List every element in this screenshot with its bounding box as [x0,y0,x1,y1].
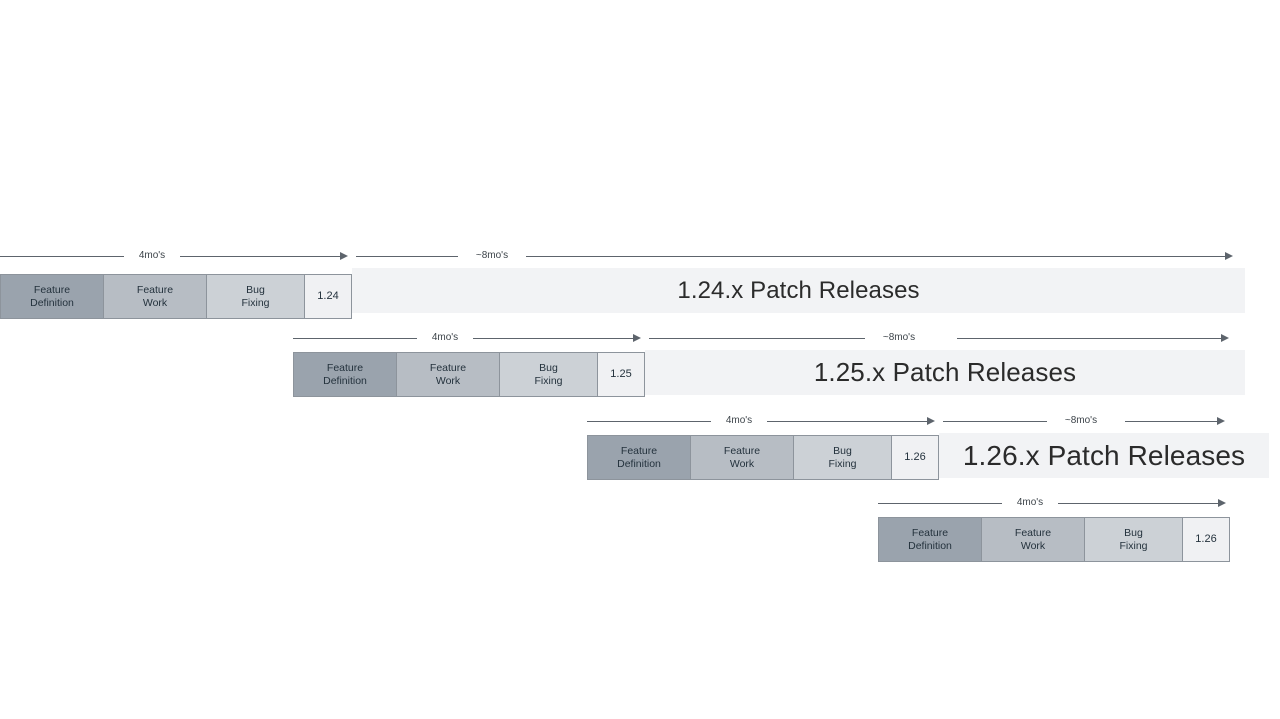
phase-label-line1: Feature [33,284,71,296]
duration-label-development: 4mo's [138,250,166,261]
phase-strip-1-24: Feature Definition Feature Work Bug Fixi… [0,274,352,319]
phase-label-line2: Definition [30,296,74,309]
duration-arrow-development: 4mo's [293,328,645,348]
phase-box-version: 1.26 [1182,517,1230,562]
patch-release-label: 1.25.x Patch Releases [813,357,1077,387]
release-train-row-1-25: 4mo's ~8mo's 1.25.x Patch Releases [0,328,1280,410]
phase-label-line2: Work [142,296,168,309]
arrow-head-right [1221,333,1229,342]
phase-box-feature-work: Feature Work [396,352,499,397]
phase-label-line2: Fixing [534,374,563,387]
arrow-head-right [1225,251,1233,260]
version-label: 1.26 [1195,533,1217,546]
version-label: 1.24 [317,290,339,303]
phase-label-line2: Work [435,374,461,387]
phase-box-version: 1.25 [597,352,645,397]
arrow-line-right [1125,421,1221,422]
arrow-line-left [293,338,417,339]
phase-box-feature-work: Feature Work [690,435,793,480]
arrow-line-left [0,256,124,257]
phase-box-version: 1.24 [304,274,352,319]
arrow-line-right [526,256,1229,257]
duration-arrow-development: 4mo's [878,493,1230,513]
phase-strip-1-26-next: Feature Definition Feature Work Bug Fixi… [878,517,1230,562]
duration-arrow-development: 4mo's [587,411,939,431]
arrow-line-right [957,338,1225,339]
arrow-head-right [927,416,935,425]
duration-label-development: 4mo's [1016,497,1044,508]
phase-box-bug-fixing: Bug Fixing [793,435,891,480]
phase-label-line1: Feature [911,527,949,539]
phase-label-line2: Fixing [241,296,270,309]
phase-box-bug-fixing: Bug Fixing [206,274,304,319]
phase-box-feature-definition: Feature Definition [0,274,103,319]
phase-label-line1: Feature [723,445,761,457]
phase-box-bug-fixing: Bug Fixing [499,352,597,397]
phase-box-feature-definition: Feature Definition [293,352,396,397]
phase-box-feature-work: Feature Work [103,274,206,319]
patch-release-band: 1.26.x Patch Releases [939,433,1269,478]
arrow-line-right [180,256,344,257]
patch-release-band: 1.25.x Patch Releases [645,350,1245,395]
arrow-line-left [649,338,865,339]
arrow-line-right [1058,503,1222,504]
phase-label-line1: Feature [1014,527,1052,539]
phase-label-line2: Definition [908,539,952,552]
arrow-line-left [356,256,458,257]
phase-label-line1: Feature [429,362,467,374]
phase-strip-1-26: Feature Definition Feature Work Bug Fixi… [587,435,939,480]
phase-label-line1: Bug [833,445,852,457]
phase-box-feature-definition: Feature Definition [587,435,690,480]
patch-release-label: 1.26.x Patch Releases [962,439,1246,471]
duration-label-development: 4mo's [725,415,753,426]
version-label: 1.25 [610,368,632,381]
phase-label-line2: Definition [617,457,661,470]
phase-label-line1: Bug [1124,527,1143,539]
phase-box-feature-definition: Feature Definition [878,517,981,562]
phase-label-line2: Fixing [1119,539,1148,552]
arrow-line-left [943,421,1047,422]
phase-label-line1: Bug [539,362,558,374]
phase-strip-1-25: Feature Definition Feature Work Bug Fixi… [293,352,645,397]
duration-arrow-patch: ~8mo's [352,246,1245,266]
duration-label-patch: ~8mo's [475,250,509,261]
phase-label-line1: Feature [136,284,174,296]
phase-box-bug-fixing: Bug Fixing [1084,517,1182,562]
duration-label-patch: ~8mo's [882,332,916,343]
duration-label-patch: ~8mo's [1064,415,1098,426]
phase-box-version: 1.26 [891,435,939,480]
phase-label-line2: Definition [323,374,367,387]
arrow-head-right [1218,498,1226,507]
duration-arrow-patch: ~8mo's [939,411,1245,431]
release-train-row-1-24: 4mo's ~8mo's 1.24.x Patch Releases [0,246,1280,328]
patch-release-band: 1.24.x Patch Releases [352,268,1245,313]
arrow-line-left [587,421,711,422]
arrow-line-right [473,338,637,339]
release-train-row-1-26: 4mo's ~8mo's 1.26.x Patch Releases [0,411,1280,493]
duration-arrow-patch: ~8mo's [645,328,1245,348]
arrow-line-right [767,421,931,422]
version-label: 1.26 [904,451,926,464]
arrow-head-right [340,251,348,260]
phase-label-line2: Fixing [828,457,857,470]
phase-label-line2: Work [1020,539,1046,552]
phase-label-line2: Work [729,457,755,470]
duration-label-development: 4mo's [431,332,459,343]
arrow-head-right [633,333,641,342]
phase-label-line1: Feature [326,362,364,374]
patch-release-label: 1.24.x Patch Releases [677,276,920,304]
release-train-row-1-26-next: 4mo's [0,493,1280,575]
phase-box-feature-work: Feature Work [981,517,1084,562]
phase-label-line1: Bug [246,284,265,296]
phase-label-line1: Feature [620,445,658,457]
arrow-head-right [1217,416,1225,425]
arrow-line-left [878,503,1002,504]
duration-arrow-development: 4mo's [0,246,352,266]
